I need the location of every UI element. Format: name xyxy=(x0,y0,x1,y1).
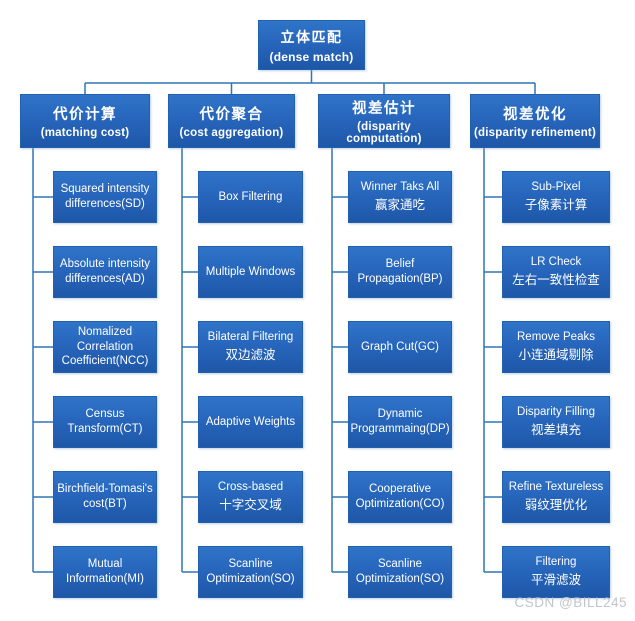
item-line1: Disparity Filling xyxy=(517,406,595,419)
item-line1: Cross-based xyxy=(217,481,284,494)
item-line1: Census Transform(CT) xyxy=(67,408,143,435)
item-line1: Birchfield-Tomasi's cost(BT) xyxy=(57,483,153,510)
header-disparity-refinement: 视差优化 (disparity refinement) xyxy=(470,94,600,148)
item-line2: 平滑滤波 xyxy=(530,573,581,588)
item-normalized-correlation-coefficient: Nomalized Correlation Coefficient(NCC) xyxy=(53,321,157,373)
item-squared-intensity-differences: Squared intensity differences(SD) xyxy=(53,171,157,223)
item-lr-check: LR Check 左右一致性检查 xyxy=(502,246,610,298)
item-line1: Belief Propagation(BP) xyxy=(357,258,443,285)
item-line1: Sub-Pixel xyxy=(531,181,581,194)
item-line1: Scanline Optimization(SO) xyxy=(206,558,295,585)
item-filtering: Filtering 平滑滤波 xyxy=(502,546,610,598)
item-line2: 小连通域剔除 xyxy=(518,348,594,363)
item-line1: LR Check xyxy=(530,256,582,269)
header-title: 视差估计 xyxy=(352,101,416,117)
item-belief-propagation: Belief Propagation(BP) xyxy=(348,246,452,298)
item-line1: Absolute intensity differences(AD) xyxy=(59,258,151,285)
item-line1: Squared intensity differences(SD) xyxy=(60,183,150,210)
header-subtitle: (disparity refinement) xyxy=(474,127,596,139)
item-box-filtering: Box Filtering xyxy=(198,171,303,223)
item-remove-peaks: Remove Peaks 小连通域剔除 xyxy=(502,321,610,373)
header-title: 代价聚合 xyxy=(199,107,264,123)
item-line2: 视差填充 xyxy=(530,423,581,438)
item-line1: Mutual Information(MI) xyxy=(66,558,144,585)
header-subtitle: (disparity computation) xyxy=(346,121,422,145)
item-refine-textureless: Refine Textureless 弱纹理优化 xyxy=(502,471,610,523)
item-scanline-optimization-aggregation: Scanline Optimization(SO) xyxy=(198,546,303,598)
item-line1: Filtering xyxy=(535,556,577,569)
root-node-dense-match: 立体匹配 (dense match) xyxy=(258,20,365,70)
item-disparity-filling: Disparity Filling 视差填充 xyxy=(502,396,610,448)
item-line1: Dynamic Programmaing(DP) xyxy=(350,408,450,435)
item-scanline-optimization-computation: Scanline Optimization(SO) xyxy=(348,546,452,598)
header-title: 代价计算 xyxy=(53,107,117,123)
item-line1: Nomalized Correlation Coefficient(NCC) xyxy=(61,325,149,368)
header-subtitle: (matching cost) xyxy=(40,127,130,139)
item-bilateral-filtering: Bilateral Filtering 双边滤波 xyxy=(198,321,303,373)
item-adaptive-weights: Adaptive Weights xyxy=(198,396,303,448)
item-line2: 子像素计算 xyxy=(524,198,588,213)
item-line1: Scanline Optimization(SO) xyxy=(355,558,445,585)
item-mutual-information: Mutual Information(MI) xyxy=(53,546,157,598)
header-subtitle: (cost aggregation) xyxy=(179,127,284,139)
item-line2: 十字交叉域 xyxy=(219,498,282,513)
header-title: 视差优化 xyxy=(503,107,567,123)
item-line1: Adaptive Weights xyxy=(205,415,296,428)
item-line2: 弱纹理优化 xyxy=(524,498,588,513)
item-dynamic-programming: Dynamic Programmaing(DP) xyxy=(348,396,452,448)
item-cooperative-optimization: Cooperative Optimization(CO) xyxy=(348,471,452,523)
root-title: 立体匹配 xyxy=(280,28,343,45)
item-line1: Multiple Windows xyxy=(205,265,296,278)
item-line1: Box Filtering xyxy=(218,190,283,203)
item-line1: Refine Textureless xyxy=(508,481,604,494)
item-winner-takes-all: Winner Taks All 赢家通吃 xyxy=(348,171,452,223)
item-sub-pixel: Sub-Pixel 子像素计算 xyxy=(502,171,610,223)
item-line2: 双边滤波 xyxy=(225,348,276,363)
item-line1: Bilateral Filtering xyxy=(207,331,294,344)
item-graph-cut: Graph Cut(GC) xyxy=(348,321,452,373)
item-line1: Winner Taks All xyxy=(360,181,440,194)
header-matching-cost: 代价计算 (matching cost) xyxy=(20,94,150,148)
item-line1: Cooperative Optimization(CO) xyxy=(355,483,445,510)
watermark: CSDN @BILL245 xyxy=(514,595,627,610)
item-cross-based: Cross-based 十字交叉域 xyxy=(198,471,303,523)
item-multiple-windows: Multiple Windows xyxy=(198,246,303,298)
item-line1: Graph Cut(GC) xyxy=(361,340,439,353)
item-line2: 赢家通吃 xyxy=(374,198,425,213)
header-cost-aggregation: 代价聚合 (cost aggregation) xyxy=(168,94,295,148)
item-absolute-intensity-differences: Absolute intensity differences(AD) xyxy=(53,246,157,298)
item-line2: 左右一致性检查 xyxy=(512,273,600,288)
item-line1: Remove Peaks xyxy=(517,331,595,344)
root-subtitle: (dense match) xyxy=(269,49,354,64)
item-census-transform: Census Transform(CT) xyxy=(53,396,157,448)
item-birchfield-tomasi-cost: Birchfield-Tomasi's cost(BT) xyxy=(53,471,157,523)
header-disparity-computation: 视差估计 (disparity computation) xyxy=(318,94,450,148)
